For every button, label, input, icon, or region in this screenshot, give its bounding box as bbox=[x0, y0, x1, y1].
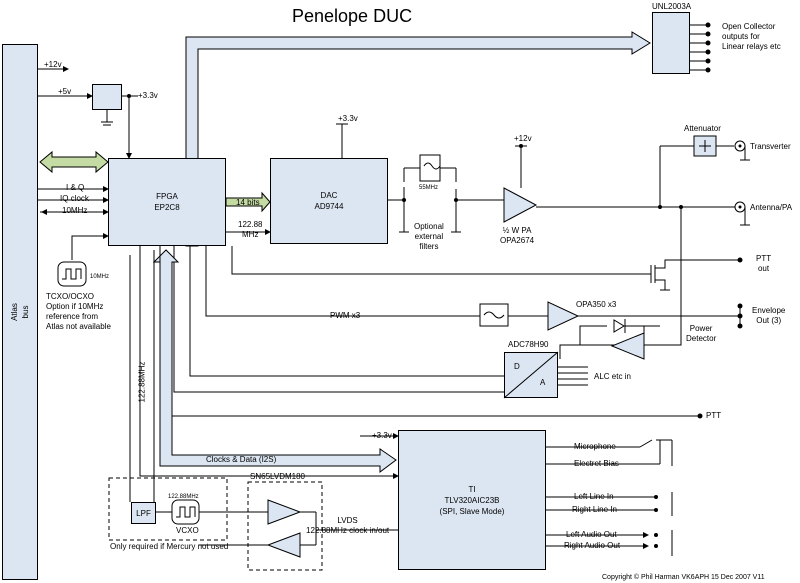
dac-label: DAC bbox=[320, 191, 338, 200]
copyright-label: Copyright © Phil Harman VK6APH 15 Dec 20… bbox=[602, 574, 765, 581]
transverter-label: Transverter bbox=[750, 142, 791, 151]
i-q-label: I & Q bbox=[66, 183, 85, 192]
tcxo-freq-label: 10MHz bbox=[90, 274, 110, 280]
ten-mhz-label: 10MHz bbox=[62, 206, 88, 215]
clocks-data-bus-arrow bbox=[152, 246, 397, 473]
vcxo-label: VCXO bbox=[176, 526, 199, 535]
optional-filters-label: Optional external filters bbox=[414, 222, 444, 251]
power-detector-label: Power Detector bbox=[686, 324, 717, 343]
clock-12288-label: 122.88 MHz bbox=[238, 220, 263, 239]
lvds-label: LVDS 122.88MHz clock in/out bbox=[306, 516, 390, 535]
alc-label: ALC etc in bbox=[594, 372, 631, 381]
atlas-bus-block: Atlas bus bbox=[2, 44, 38, 580]
ti-codec-block: TI TLV320AIC23B (SPI, Slave Mode) bbox=[398, 430, 546, 570]
right-line-label: Right Line In bbox=[572, 505, 617, 514]
v5-bus-label: +5v bbox=[58, 87, 72, 96]
fpga-label: FPGA bbox=[156, 192, 178, 201]
ti-part-label: TLV320AIC23B bbox=[444, 495, 500, 505]
pa-triangle bbox=[503, 187, 538, 223]
ti-mode-label: (SPI, Slave Mode) bbox=[439, 506, 505, 516]
diagram-title: Penelope DUC bbox=[292, 6, 413, 26]
adc-part-label: ADC78H90 bbox=[508, 340, 549, 349]
unl2003a-block bbox=[652, 12, 690, 74]
opa350-label: OPA350 x3 bbox=[576, 300, 617, 309]
vertical-12288-label: 122.88MHz bbox=[137, 361, 147, 403]
antenna-label: Antenna/PA bbox=[750, 203, 793, 212]
attenuator-label: Attenuator bbox=[684, 124, 721, 133]
dac-v33-label: +3.3v bbox=[338, 114, 358, 123]
right-audio-label: Right Audio Out bbox=[564, 541, 621, 550]
ti-v33-label: +3.3v bbox=[372, 431, 392, 440]
mercury-note: Only required if Mercury not used bbox=[110, 542, 229, 551]
fourteen-bits-label: 14 bits bbox=[236, 198, 260, 207]
clocks-data-label: Clocks & Data (I2S) bbox=[206, 455, 277, 464]
voltage-regulator bbox=[92, 84, 122, 110]
fpga-block: FPGA EP2C8 bbox=[108, 158, 226, 246]
left-line-label: Left Line In bbox=[574, 492, 614, 501]
tcxo-note: TCXO/OCXO Option if 10MHz reference from… bbox=[46, 292, 111, 331]
pa-v12-label: +12v bbox=[514, 134, 532, 143]
dac-block: DAC AD9744 bbox=[270, 158, 388, 244]
vcxo-freq-label: 122.88MHz bbox=[168, 494, 199, 500]
ptt-in-label: PTT bbox=[706, 411, 722, 420]
lpf-block: LPF bbox=[131, 502, 156, 524]
adc-d-label: D bbox=[514, 362, 520, 371]
atlas-label: Atlas bbox=[10, 303, 19, 321]
envelope-label: Envelope Out (3) bbox=[752, 306, 786, 325]
fourteen-bits-arrow bbox=[225, 191, 271, 213]
unl-outputs-label: Open Collector outputs for Linear relays… bbox=[722, 22, 781, 51]
v33-reg-label: +3.3v bbox=[138, 91, 158, 100]
iq-clock-label: IQ clock bbox=[60, 194, 89, 203]
sn65-label: SN65LVDM180 bbox=[250, 472, 305, 481]
microphone-label: Microphone bbox=[574, 442, 616, 451]
filter-55mhz-label: 55MHz bbox=[419, 185, 439, 191]
pwm-label: PWM x3 bbox=[330, 311, 361, 320]
ptt-out-label: PTT out bbox=[756, 254, 772, 273]
dac-part-label: AD9744 bbox=[314, 202, 344, 211]
left-audio-label: Left Audio Out bbox=[566, 530, 617, 539]
fpga-unl-bus-arrow bbox=[185, 31, 651, 247]
v12-bus-label: +12v bbox=[44, 60, 62, 69]
pa-label: ½ W PA OPA2674 bbox=[500, 226, 535, 245]
opa350-triangle bbox=[547, 301, 580, 331]
fpga-part-label: EP2C8 bbox=[154, 203, 180, 212]
bus-label: bus bbox=[21, 305, 30, 319]
adc-a-label: A bbox=[540, 378, 546, 387]
bidirectional-bus-arrow bbox=[39, 150, 109, 174]
electret-label: Electret Bias bbox=[574, 459, 619, 468]
unl-label: UNL2003A bbox=[652, 2, 692, 11]
lpf-label: LPF bbox=[136, 508, 151, 518]
adc-block bbox=[504, 352, 558, 398]
ti-label: TI bbox=[468, 484, 476, 494]
